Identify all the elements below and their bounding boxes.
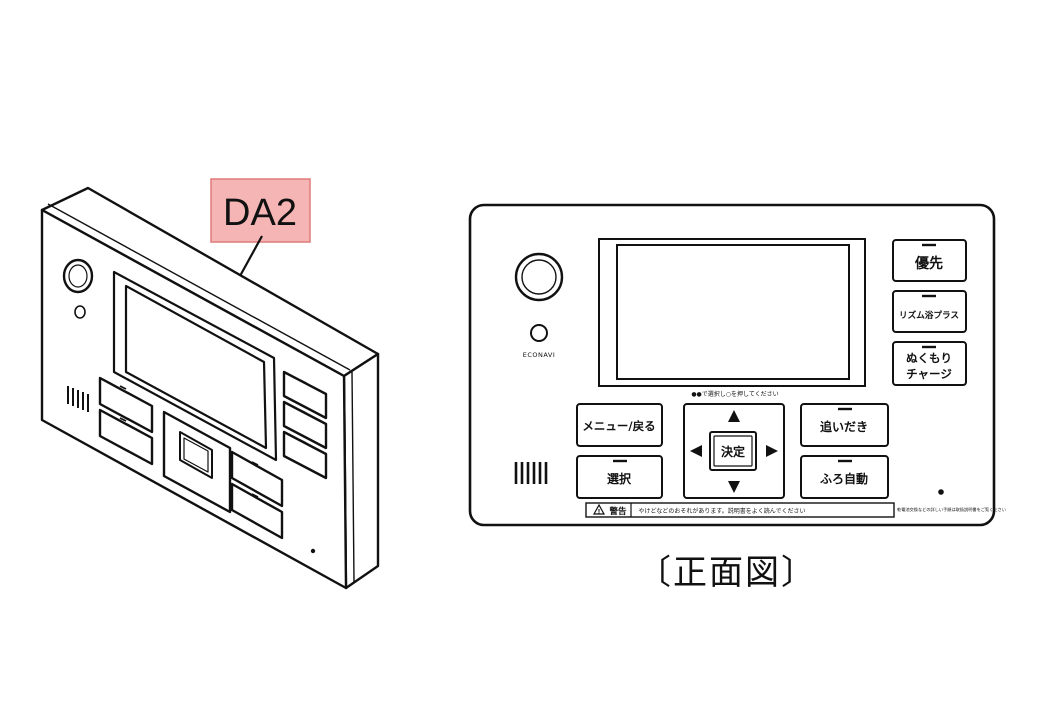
rhythm-plus-button-label: リズム浴プラス [899, 309, 959, 321]
iso-button-col-1 [282, 370, 328, 420]
iso-front-face [40, 208, 348, 590]
iso-round-button [62, 258, 94, 294]
iso-button-right-2 [230, 482, 284, 540]
iso-button-col-2 [282, 400, 328, 450]
rhythm-plus-button: リズム浴プラス [892, 290, 967, 333]
indicator-dot [938, 489, 944, 495]
furo-jidou-button: ふろ自動 [800, 455, 889, 499]
speaker-grille [514, 462, 548, 484]
decide-button-label: 決定 [721, 444, 745, 459]
select-button-label: 選択 [607, 471, 632, 486]
iso-right-side [342, 352, 380, 590]
iso-speaker-grille [67, 386, 89, 412]
nukumori-charge-button: ぬくもり チャージ [892, 341, 967, 386]
arrow-right-icon [766, 445, 778, 457]
nukumori-label-line1: ぬくもり [906, 351, 952, 365]
display-screen [616, 244, 850, 380]
arrow-left-icon [690, 445, 702, 457]
round-button [514, 252, 564, 302]
warning-label: ! 警告 やけどなどのおそれがあります。説明書をよく読んでください [585, 502, 895, 518]
arrow-down-icon [728, 481, 740, 493]
select-button: 選択 [576, 455, 663, 499]
iso-screen-bezel [112, 270, 278, 462]
warning-side-text: 乾電池交換などの詳しい手順は取扱説明書をご覧ください [897, 506, 1006, 513]
menu-back-button: メニュー/戻る [576, 403, 663, 447]
priority-button-label: 優先 [914, 255, 943, 272]
iso-led [74, 305, 86, 319]
front-view: ECONAVI ●●で選択し○を押してください 優先 リズム浴プラス ぬくもり … [468, 203, 1006, 527]
iso-button-col-3 [282, 430, 328, 480]
brand-label: ECONAVI [523, 351, 556, 359]
arrow-up-icon [728, 410, 740, 422]
arrow-hint-text: ●●で選択し○を押してください [691, 390, 778, 398]
iso-button-right-1 [230, 450, 284, 508]
iso-screen [124, 284, 268, 450]
furo-jidou-button-label: ふろ自動 [820, 471, 868, 486]
decide-button [709, 431, 757, 471]
menu-back-button-label: メニュー/戻る [582, 419, 655, 433]
iso-button-left-1 [98, 376, 154, 434]
iso-button-left-2 [98, 408, 154, 466]
iso-dpad-center [179, 431, 213, 479]
callout-box [210, 178, 311, 243]
oidaki-button: 追いだき [800, 403, 889, 447]
oidaki-button-label: 追いだき [820, 419, 868, 434]
callout-label: DA2 [223, 192, 297, 234]
econavi-sensor [530, 324, 548, 342]
front-view-caption: 〔正面図〕 [637, 553, 817, 593]
warning-icon [592, 503, 606, 515]
svg-text:!: ! [598, 509, 601, 516]
dpad: 決定 [683, 403, 785, 499]
isometric-view [40, 186, 380, 590]
nukumori-label-line2: チャージ [906, 367, 952, 381]
part-callout: DA2 [210, 178, 311, 277]
priority-button: 優先 [892, 239, 967, 282]
callout-leader-line [239, 235, 263, 277]
warning-title: 警告 [609, 506, 627, 517]
warning-text: やけどなどのおそれがあります。説明書をよく読んでください [639, 507, 806, 515]
iso-dpad [162, 410, 232, 514]
